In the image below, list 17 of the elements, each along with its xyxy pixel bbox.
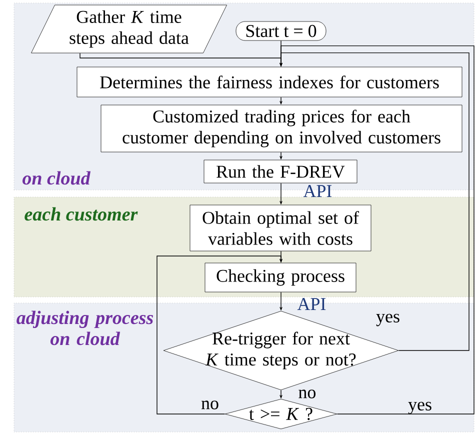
start-terminal: Start t = 0: [236, 21, 326, 41]
edge-label: no: [298, 390, 316, 398]
process-box: Obtain optimal set of variables with costs: [190, 204, 372, 252]
band-label: adjusting process on cloud: [16, 310, 154, 346]
edge-label: yes: [408, 402, 432, 414]
edge-label: API: [297, 298, 326, 310]
arrow: [156, 256, 283, 414]
process-box: Checking process: [204, 262, 356, 292]
process-box: Customized trading prices for each customer depending on involved customers: [100, 104, 462, 152]
process-box: Determines the fairness indexes for customers: [76, 66, 462, 98]
band-label: on cloud: [22, 171, 91, 185]
band-label: each customer: [24, 207, 138, 221]
edge-label: yes: [376, 314, 400, 326]
process-box: Run the F-DREV: [204, 160, 358, 184]
edge-label: no: [201, 400, 218, 410]
data-parallelogram: Gather K time steps ahead data: [31, 4, 227, 54]
edge-label: API: [303, 185, 332, 197]
